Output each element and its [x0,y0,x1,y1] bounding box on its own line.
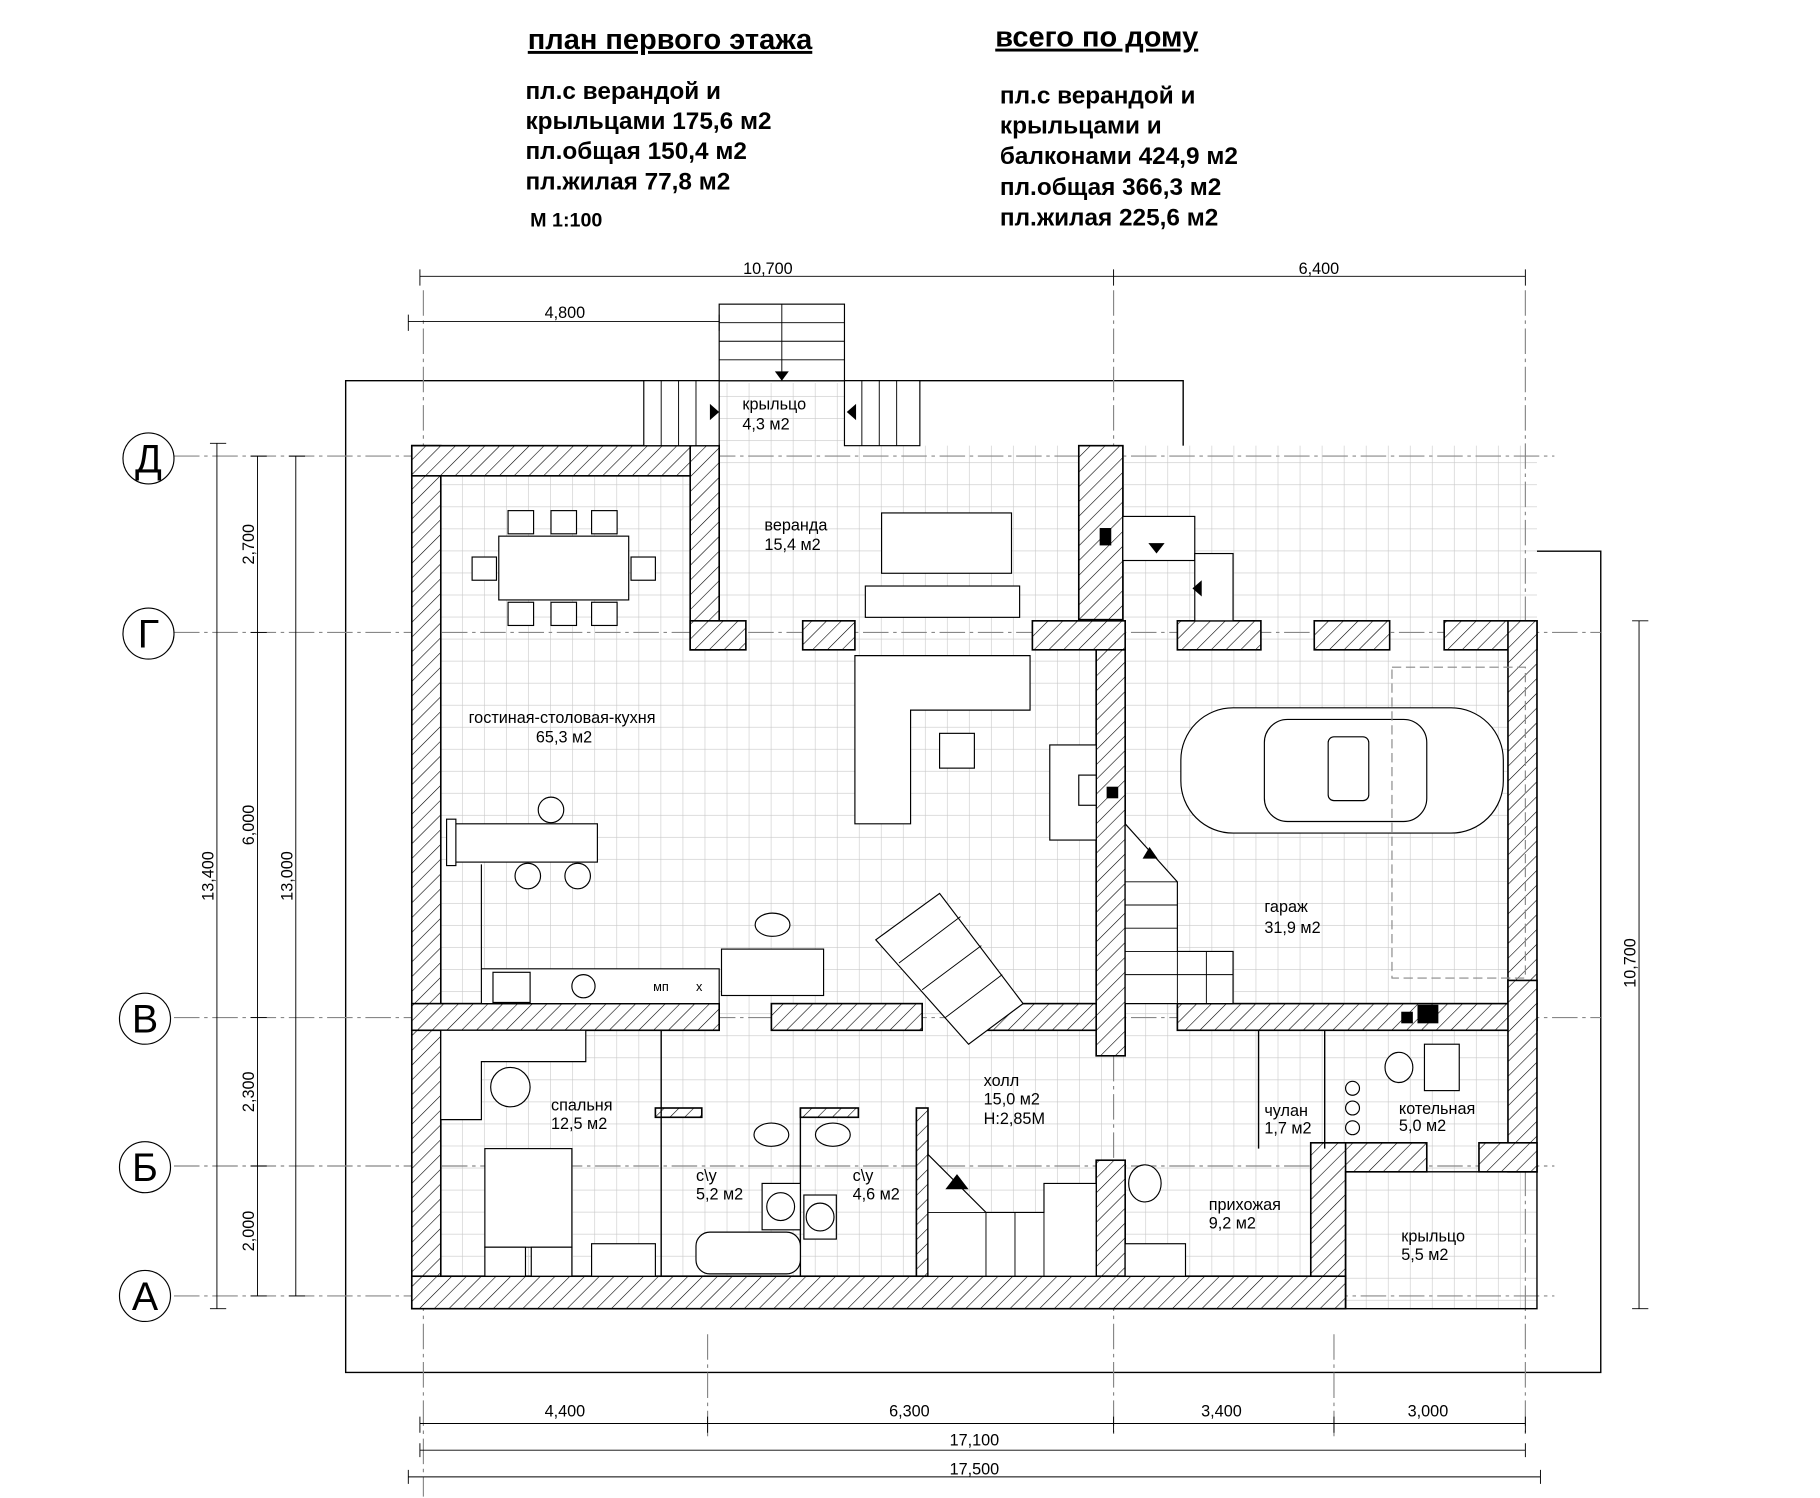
room-name: котельная [1399,1100,1475,1118]
floor-info-line: пл.общая 150,4 м2 [525,138,746,165]
dim-top: 4,800 [545,304,586,322]
room-area: 15,4 м2 [764,536,820,554]
dimensions: 10,700 6,400 4,800 2,700 6,000 2,300 2,0… [199,260,1649,1484]
floor-info-line: крыльцами 175,6 м2 [525,108,771,135]
dim-left: 2,700 [240,524,258,565]
room-name: холл [984,1072,1020,1090]
dim-bottom-total: 17,500 [950,1461,1000,1479]
dim-left: 6,000 [240,805,258,846]
header: план первого этажа пл.с верандой и крыль… [525,22,1237,232]
dim-left-total: 13,000 [278,851,296,901]
room-area: 65,3 м2 [536,729,592,747]
stairs [643,303,1234,1277]
room-area: 4,6 м2 [853,1186,900,1204]
axis-label: А [132,1275,159,1319]
scale-label: М 1:100 [530,209,602,231]
dim-top: 10,700 [743,260,793,278]
house-info-line: пл.жилая 225,6 м2 [1000,204,1218,231]
x-mark: х [696,979,703,994]
dim-top: 6,400 [1299,260,1340,278]
room-name: прихожая [1209,1196,1281,1214]
room-name: крыльцо [742,396,806,414]
room-name: крыльцо [1401,1227,1465,1245]
axis-label: Д [135,437,162,481]
room-area: 12,5 м2 [551,1115,607,1133]
room-name: спальня [551,1096,613,1114]
dim-left: 2,300 [240,1071,258,1112]
dim-left-total: 13,400 [199,851,217,901]
room-name: гостиная-столовая-кухня [469,709,656,727]
floor-title: план первого этажа [528,24,813,56]
dishwasher-mark: мп [653,979,669,994]
room-height: Н:2,85М [984,1110,1045,1128]
axis-label: Б [132,1146,158,1190]
dim-left: 2,000 [240,1211,258,1252]
room-name: чулан [1264,1102,1308,1120]
floor-info-line: пл.с верандой и [525,78,721,105]
dim-bottom: 6,300 [889,1403,930,1421]
dim-bottom: 3,000 [1408,1403,1449,1421]
room-labels: крыльцо 4,3 м2 веранда 15,4 м2 гостиная-… [469,396,1476,1264]
room-name: с\у [853,1167,875,1185]
dim-bottom-total: 17,100 [950,1432,1000,1450]
axis-label: В [132,998,158,1042]
floor-info-line: пл.жилая 77,8 м2 [525,168,730,195]
house-info-line: балконами 424,9 м2 [1000,143,1238,170]
axis-markers: Д Г В Б А [118,432,175,1323]
room-area: 5,0 м2 [1399,1117,1446,1135]
room-area: 1,7 м2 [1264,1120,1311,1138]
room-area: 4,3 м2 [742,415,789,433]
dim-bottom: 3,400 [1201,1403,1242,1421]
car [1180,707,1504,834]
room-area: 5,5 м2 [1401,1246,1448,1264]
dim-bottom: 4,400 [545,1403,586,1421]
room-area: 31,9 м2 [1264,919,1320,937]
dim-right: 10,700 [1622,938,1640,988]
room-area: 15,0 м2 [984,1091,1040,1109]
axis-label: Г [138,613,159,657]
room-name: веранда [764,516,828,534]
room-name: с\у [696,1167,718,1185]
room-area: 5,2 м2 [696,1186,743,1204]
house-info-line: пл.общая 366,3 м2 [1000,174,1221,201]
room-area: 9,2 м2 [1209,1215,1256,1233]
room-name: гараж [1264,898,1308,916]
house-info-line: крыльцами и [1000,113,1162,140]
walls [410,444,1538,1310]
house-info-line: пл.с верандой и [1000,82,1196,109]
furniture [440,510,1526,1277]
house-title: всего по дому [995,22,1198,54]
